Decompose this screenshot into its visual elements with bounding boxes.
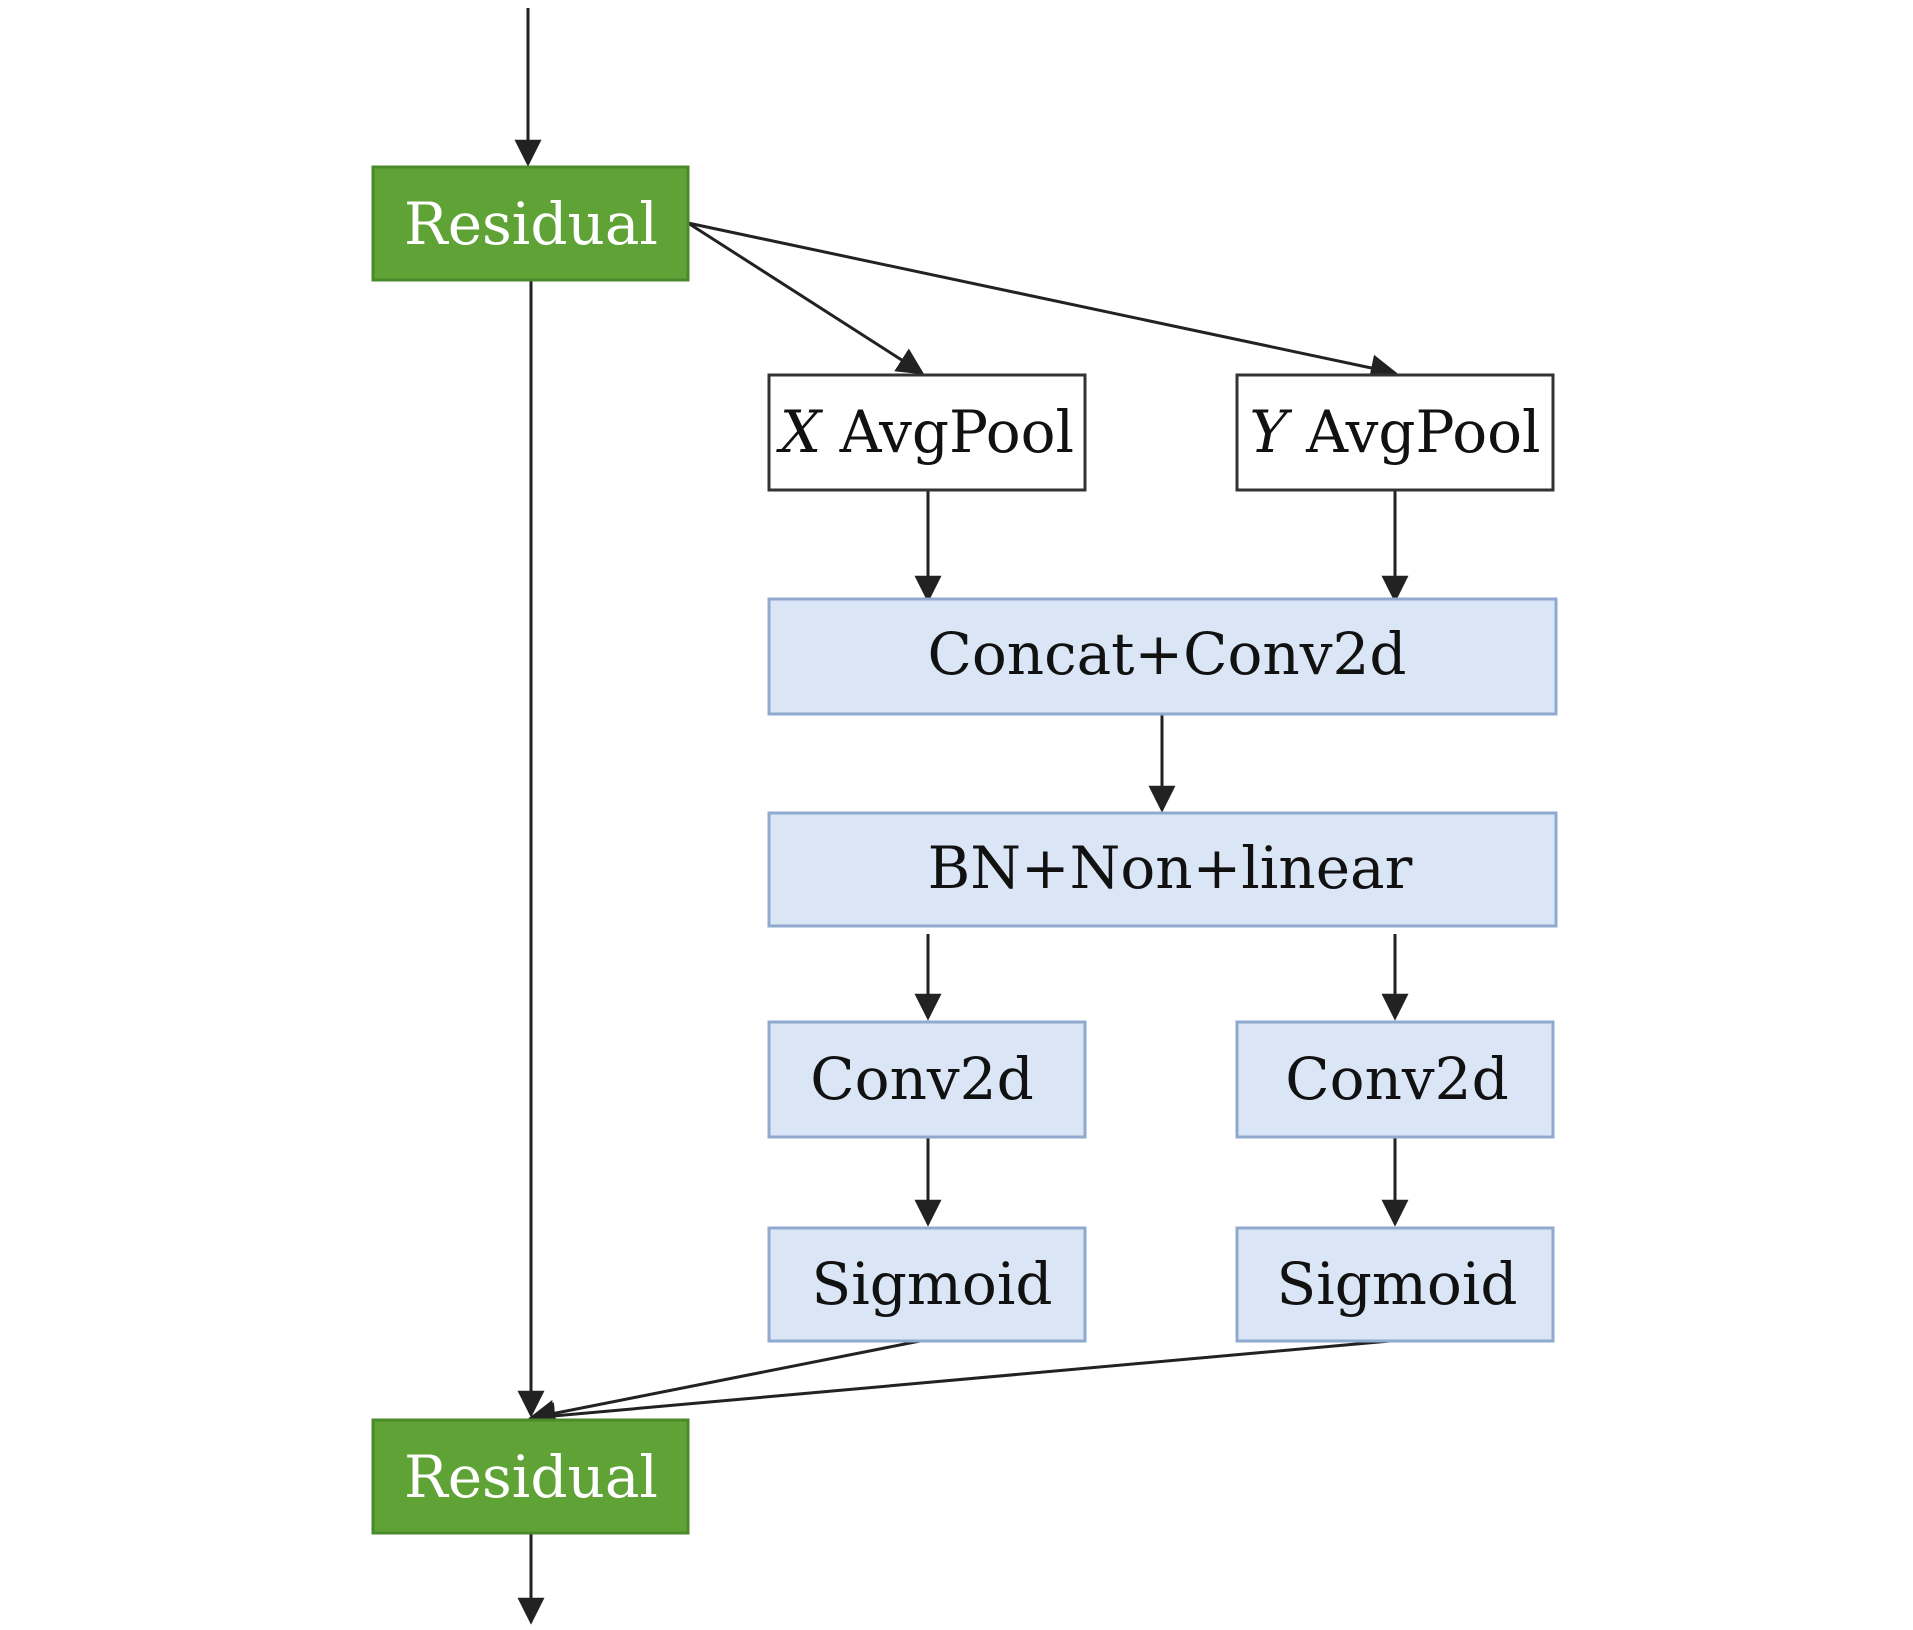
node-residual-bottom: Residual (371, 1418, 690, 1535)
node-x-avgpool: X AvgPool (767, 373, 1087, 492)
edges (514, 8, 1409, 1625)
edge-sigmoid-left-to-residual-bottom (528, 1339, 921, 1427)
node-sigmoid-left: Sigmoid (767, 1226, 1087, 1343)
node-concat-conv2d: Concat+Conv2d (767, 597, 1558, 716)
conv2d-left-label: Conv2d (810, 1045, 1033, 1113)
node-conv2d-left: Conv2d (767, 1020, 1087, 1139)
residual-bottom-label: Residual (404, 1443, 658, 1511)
sigmoid-left-label: Sigmoid (811, 1250, 1052, 1318)
bn-nonlinear-label: BN+Non+linear (928, 834, 1413, 902)
node-bn-nonlinear: BN+Non+linear (767, 811, 1558, 928)
node-conv2d-right: Conv2d (1235, 1020, 1555, 1139)
edge-sigmoid-right-to-residual-bottom (528, 1339, 1391, 1430)
x-avgpool-label: X AvgPool (776, 398, 1074, 466)
y-avgpool-label: Y AvgPool (1249, 398, 1540, 466)
node-sigmoid-right: Sigmoid (1235, 1226, 1555, 1343)
conv2d-right-label: Conv2d (1285, 1045, 1508, 1113)
node-residual-top: Residual (371, 165, 690, 282)
residual-top-label: Residual (404, 190, 658, 258)
concat-conv2d-label: Concat+Conv2d (927, 620, 1406, 688)
sigmoid-right-label: Sigmoid (1276, 1250, 1517, 1318)
edge-residual-to-y-avgpool (687, 221, 1398, 382)
node-y-avgpool: Y AvgPool (1235, 373, 1555, 492)
edge-residual-to-x-avgpool (687, 221, 925, 375)
